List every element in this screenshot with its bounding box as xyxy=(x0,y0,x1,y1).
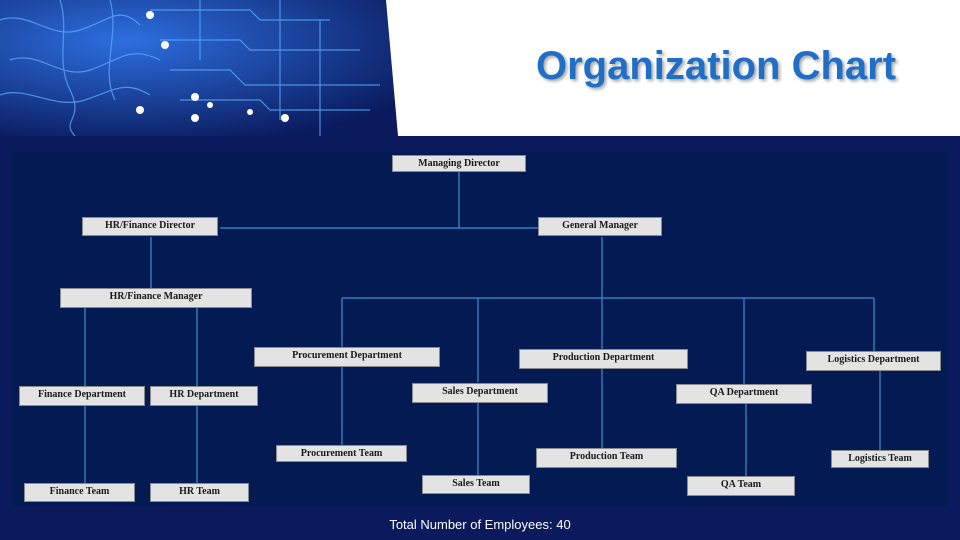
header-banner: Organization Chart xyxy=(0,0,960,136)
node-production-team: Production Team xyxy=(536,448,677,468)
node-hr-finance-manager: HR/Finance Manager xyxy=(60,288,252,308)
node-hr-finance-director: HR/Finance Director xyxy=(82,217,218,236)
node-qa-department: QA Department xyxy=(676,384,812,404)
circuit-board-image xyxy=(0,0,420,136)
connector-lines xyxy=(84,171,881,483)
node-production-department: Production Department xyxy=(519,349,688,369)
node-sales-department: Sales Department xyxy=(412,383,548,403)
node-logistics-department: Logistics Department xyxy=(806,351,941,371)
employee-count: Total Number of Employees: 40 xyxy=(389,517,571,532)
node-procurement-team: Procurement Team xyxy=(276,445,407,462)
node-finance-team: Finance Team xyxy=(24,483,135,502)
node-sales-team: Sales Team xyxy=(422,475,530,494)
node-managing-director: Managing Director xyxy=(392,155,526,172)
node-hr-department: HR Department xyxy=(150,386,258,406)
org-chart: Managing Director HR/Finance Director Ge… xyxy=(12,152,948,506)
title-panel xyxy=(376,0,960,136)
node-finance-department: Finance Department xyxy=(19,386,145,406)
node-hr-team: HR Team xyxy=(150,483,249,502)
node-general-manager: General Manager xyxy=(538,217,662,236)
node-qa-team: QA Team xyxy=(687,476,795,496)
page-title: Organization Chart xyxy=(536,44,897,88)
node-procurement-department: Procurement Department xyxy=(254,347,440,367)
node-logistics-team: Logistics Team xyxy=(831,450,929,468)
